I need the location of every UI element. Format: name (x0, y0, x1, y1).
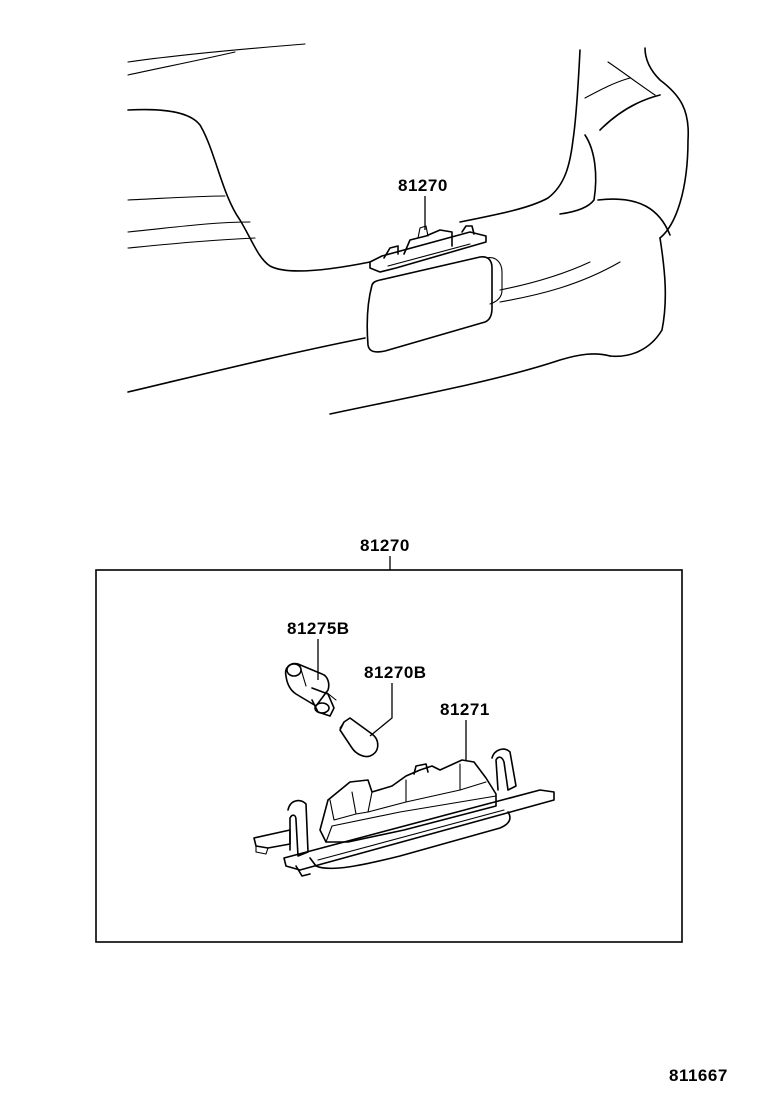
label-socket: 81275B (287, 619, 350, 638)
label-lens-housing: 81271 (440, 700, 490, 719)
label-bulb: 81270B (364, 663, 427, 682)
label-assembly-top: 81270 (398, 176, 448, 195)
socket-part (284, 662, 337, 717)
illustration-code: 811667 (669, 1066, 728, 1085)
leader-bulb (369, 683, 393, 737)
label-assembly-box: 81270 (360, 536, 410, 555)
vehicle-license-lamp (369, 225, 487, 273)
assembly-frame (95, 569, 683, 943)
vehicle-rear-illustration (127, 43, 690, 415)
bulb-part (339, 717, 379, 758)
lamp-housing-part (253, 748, 555, 877)
